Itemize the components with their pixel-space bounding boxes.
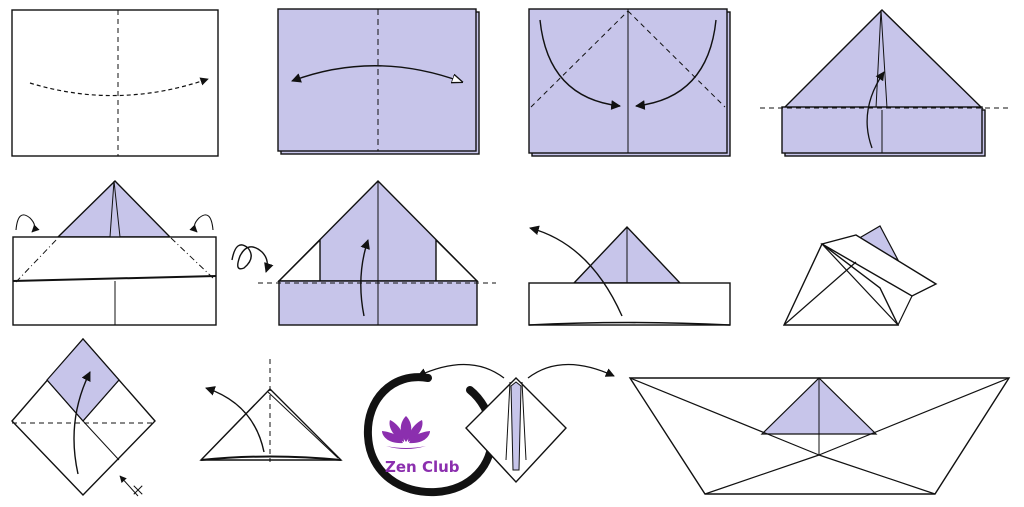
fold-arrow-icon (73, 371, 91, 475)
open-arrow-icon (529, 225, 623, 317)
arrow-icon (29, 77, 209, 97)
step-1 (11, 9, 219, 157)
turn-over-icon (231, 244, 274, 273)
step-7 (258, 180, 496, 326)
step-6 (231, 244, 274, 273)
double-arrow-icon (292, 65, 462, 82)
fold-up-arrow-icon (866, 71, 885, 149)
paper-boat-icon (628, 377, 1011, 495)
step-5 (12, 180, 217, 326)
step-12 (417, 363, 615, 484)
fold-up-arrow-icon (360, 239, 370, 317)
step-11 (199, 359, 343, 462)
logo-text: Zen Club (385, 458, 460, 476)
step-8 (528, 225, 731, 326)
step-10 (11, 337, 156, 497)
pull-apart-arrows-icon (527, 363, 615, 379)
curved-arrow-icon (539, 19, 621, 110)
tuck-arrow-icon (15, 214, 40, 233)
lotus-icon (382, 416, 430, 449)
pull-apart-arrows-icon (417, 363, 505, 379)
step-4 (760, 9, 1008, 157)
step-9 (782, 225, 938, 326)
step-3 (528, 8, 731, 157)
tuck-arrow-icon (189, 214, 214, 233)
curved-arrow-icon (635, 19, 717, 110)
step-2 (277, 8, 480, 155)
fold-arrow-icon (205, 386, 265, 453)
